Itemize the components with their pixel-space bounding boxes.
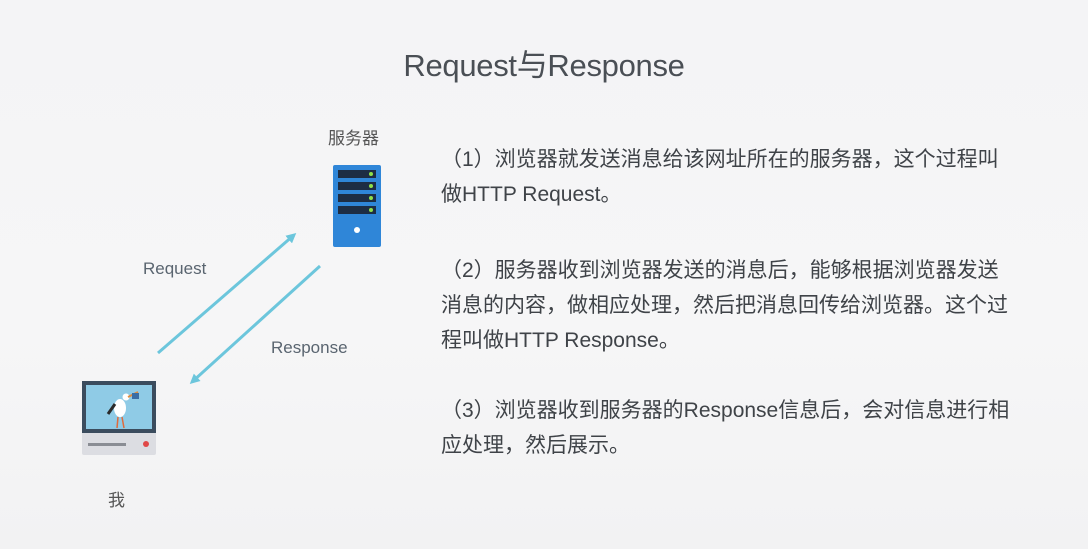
server-label: 服务器 — [328, 129, 379, 148]
server-icon — [333, 165, 381, 247]
client-label: 我 — [108, 491, 125, 510]
response-arrow — [189, 264, 322, 385]
request-arrow — [157, 233, 297, 355]
step-2-text: （2）服务器收到浏览器发送的消息后，能够根据浏览器发送消息的内容，做相应处理，然… — [441, 259, 1008, 352]
step-3-text: （3）浏览器收到服务器的Response信息后，会对信息进行相应处理，然后展示。 — [441, 399, 1010, 457]
request-label: Request — [143, 259, 207, 278]
slide-title: Request与Response — [403, 48, 685, 83]
computer-icon — [82, 381, 156, 455]
step-1-text: （1）浏览器就发送消息给该网址所在的服务器，这个过程叫做HTTP Request… — [441, 148, 999, 206]
response-label: Response — [271, 338, 348, 357]
